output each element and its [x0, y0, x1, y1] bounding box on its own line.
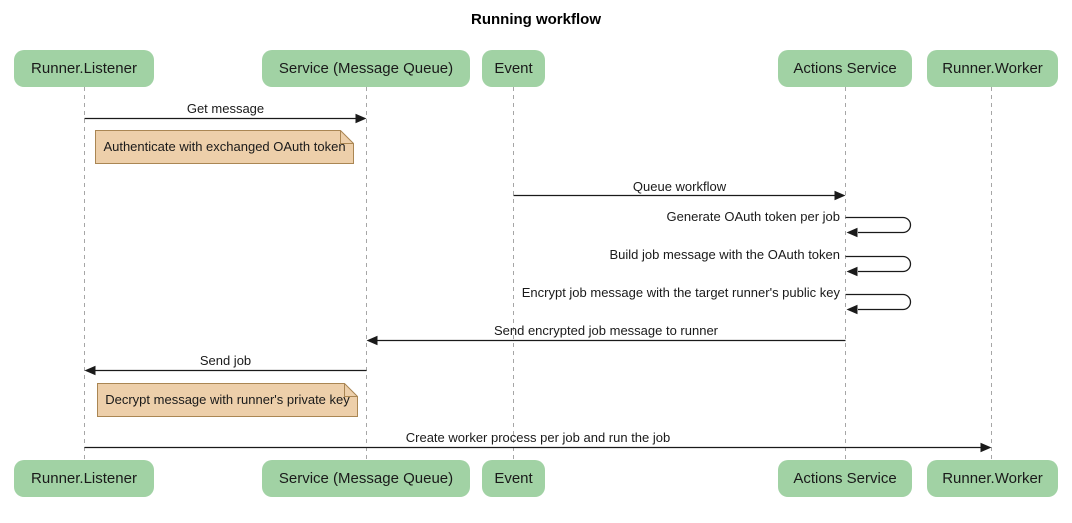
note-shape-authenticate [95, 130, 354, 164]
participant-runner-listener-top: Runner.Listener [14, 50, 154, 87]
participant-event-top: Event [482, 50, 545, 87]
participant-service-message-queue-bottom: Service (Message Queue) [262, 460, 470, 497]
arrow-send-encrypted-job-message [366, 335, 846, 346]
participant-service-message-queue-top: Service (Message Queue) [262, 50, 470, 87]
participant-runner-listener-bottom: Runner.Listener [14, 460, 154, 497]
participant-runner-worker-bottom: Runner.Worker [927, 460, 1058, 497]
arrow-create-worker-process [84, 442, 992, 453]
diagram-title: Running workflow [471, 11, 601, 28]
participant-actions-service-top: Actions Service [778, 50, 912, 87]
arrow-get-message [84, 113, 367, 124]
message-label-queue-workflow: Queue workflow [632, 179, 727, 194]
participant-event-bottom: Event [482, 460, 545, 497]
arrow-send-job [84, 365, 367, 376]
message-label-send-encrypted-job: Send encrypted job message to runner [493, 323, 719, 338]
message-label-generate-oauth-token: Generate OAuth token per job [666, 209, 840, 224]
note-decrypt: Decrypt message with runner's private ke… [105, 392, 350, 407]
arrow-queue-workflow [513, 190, 846, 201]
participant-actions-service-bottom: Actions Service [778, 460, 912, 497]
message-label-send-job: Send job [199, 353, 252, 368]
message-label-create-worker-process: Create worker process per job and run th… [405, 430, 671, 445]
note-authenticate: Authenticate with exchanged OAuth token [103, 139, 346, 154]
participant-runner-worker-top: Runner.Worker [927, 50, 1058, 87]
message-label-encrypt-job-message: Encrypt job message with the target runn… [521, 285, 840, 300]
message-label-build-job-message: Build job message with the OAuth token [609, 247, 840, 262]
self-loop-generate-oauth-token [845, 216, 912, 238]
self-loop-build-job-message [845, 255, 912, 277]
self-loop-encrypt-job-message [845, 293, 912, 315]
note-shape-decrypt [97, 383, 358, 417]
message-label-get-message: Get message [186, 101, 265, 116]
